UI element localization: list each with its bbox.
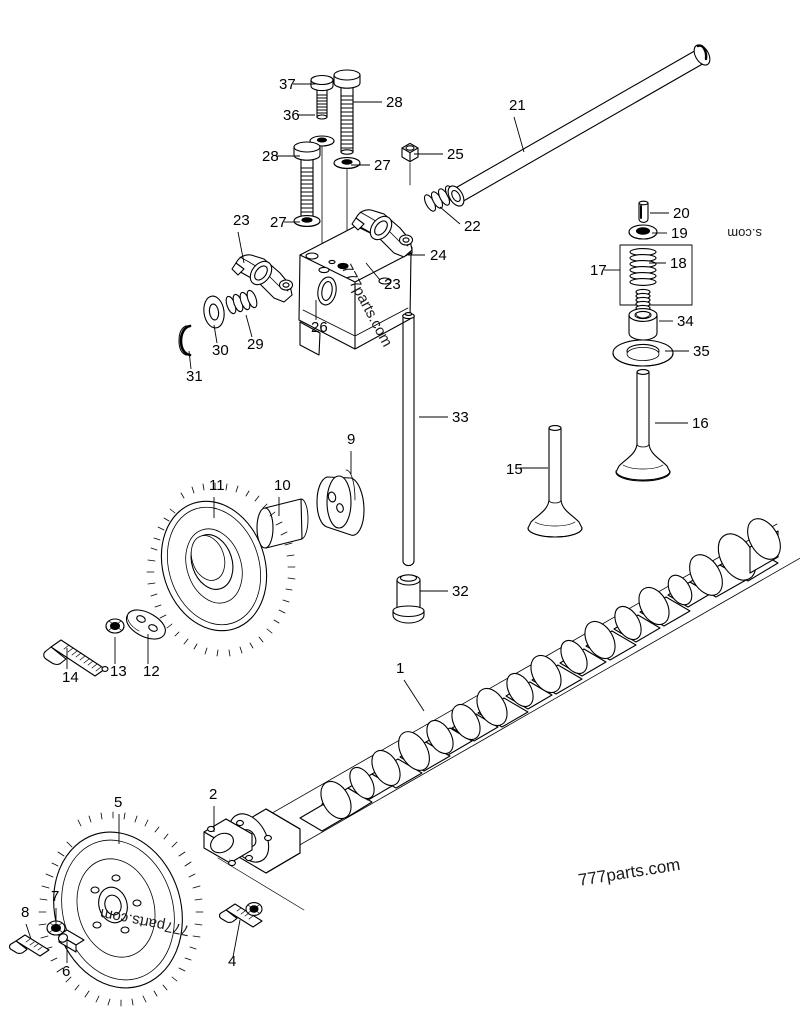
callout-number-24: 24 <box>430 247 447 264</box>
part-camshaft <box>228 518 800 874</box>
part-washer-idler <box>105 618 125 634</box>
callout-number-33: 33 <box>452 409 469 426</box>
callout-leader-23b <box>365 262 381 281</box>
callout-number-11: 11 <box>209 477 225 494</box>
part-bolt-rocker-bracket-right <box>333 69 361 155</box>
part-thrust-plate <box>203 818 305 911</box>
part-camshaft-gear <box>38 811 204 1007</box>
callout-number-20: 20 <box>673 205 690 222</box>
callout-leader-8 <box>25 923 32 940</box>
part-spring-retainer <box>628 224 658 240</box>
part-idler-gear <box>146 482 296 657</box>
callout-number-7: 7 <box>51 888 60 905</box>
callout-number-28b: 28 <box>262 148 279 165</box>
callout-leader-21 <box>513 116 525 153</box>
part-valve-tappet <box>392 574 425 624</box>
callout-number-26: 26 <box>311 319 328 336</box>
part-rocker-arm-right <box>351 209 414 258</box>
callout-number-22: 22 <box>464 218 481 235</box>
callout-number-27: 27 <box>374 157 391 174</box>
callout-number-2: 2 <box>209 786 218 803</box>
watermark-right-edge-inverted: s.com <box>727 226 762 241</box>
part-bolt-thrust-plate <box>218 902 263 928</box>
callout-number-4: 4 <box>228 953 237 970</box>
callout-number-19: 19 <box>671 225 688 242</box>
callout-leader-29 <box>245 314 253 338</box>
callout-number-16: 16 <box>692 415 709 432</box>
callout-number-10: 10 <box>274 477 291 494</box>
callout-leader-4 <box>232 919 241 958</box>
callout-leader-1 <box>403 679 425 712</box>
callout-number-17: 17 <box>590 262 607 279</box>
part-retainer-plate <box>125 609 166 640</box>
part-valve-spring-seat <box>612 339 674 367</box>
part-rocker-arm-left <box>231 254 294 303</box>
part-bolt-idler-shaft <box>43 639 109 677</box>
callout-number-30: 30 <box>212 342 229 359</box>
part-dowel-pin <box>57 929 85 953</box>
part-bolt-rocker-bracket-left <box>293 141 321 223</box>
callout-number-31: 31 <box>186 368 203 385</box>
callout-number-5: 5 <box>114 794 123 811</box>
part-snap-ring <box>178 324 192 357</box>
callout-number-1: 1 <box>396 660 405 677</box>
callout-number-13: 13 <box>110 663 127 680</box>
callout-number-37: 37 <box>279 76 296 93</box>
callout-number-6: 6 <box>62 963 71 980</box>
part-valve-spring-assembly-box <box>619 244 693 306</box>
callout-number-15: 15 <box>506 461 523 478</box>
callout-number-9: 9 <box>347 431 356 448</box>
callout-number-34: 34 <box>677 313 694 330</box>
callout-number-36: 36 <box>283 107 300 124</box>
callout-number-27b: 27 <box>270 214 287 231</box>
callout-leader-23 <box>237 231 245 264</box>
callout-number-25: 25 <box>447 146 464 163</box>
part-rocker-arm-spring <box>225 289 258 315</box>
part-exhaust-valve <box>615 369 671 482</box>
part-valve-collet <box>638 200 649 223</box>
part-push-rod <box>402 312 415 567</box>
part-washer-rocker-bolt-left <box>293 215 321 227</box>
callout-leader-22 <box>439 206 461 225</box>
part-washer-rocker-bolt-right <box>333 157 361 169</box>
part-bolt-short <box>310 74 334 120</box>
callout-number-35: 35 <box>693 343 710 360</box>
part-valve-stem-cap <box>628 308 658 341</box>
part-valve-spring <box>629 248 657 312</box>
part-idler-spacer <box>256 498 309 549</box>
part-bolt-gear <box>8 934 50 957</box>
callout-number-23: 23 <box>233 212 250 229</box>
callout-number-32: 32 <box>452 583 469 600</box>
callout-number-28: 28 <box>386 94 403 111</box>
callout-number-14: 14 <box>62 669 79 686</box>
part-intake-valve <box>527 425 583 538</box>
part-rocker-arm-washer <box>203 295 225 329</box>
part-idler-bushing <box>316 469 365 536</box>
callout-leader-31 <box>188 350 192 370</box>
callout-number-8: 8 <box>21 904 30 921</box>
callout-number-23b: 23 <box>384 276 401 293</box>
callout-number-12: 12 <box>143 663 160 680</box>
callout-number-21: 21 <box>509 97 526 114</box>
callout-number-18: 18 <box>670 255 687 272</box>
callout-number-29: 29 <box>247 336 264 353</box>
part-rocker-support-bracket <box>298 225 412 356</box>
part-rocker-shaft <box>447 44 711 207</box>
callout-leader-30 <box>213 324 218 344</box>
part-nut-rocker-shaft <box>401 142 419 186</box>
